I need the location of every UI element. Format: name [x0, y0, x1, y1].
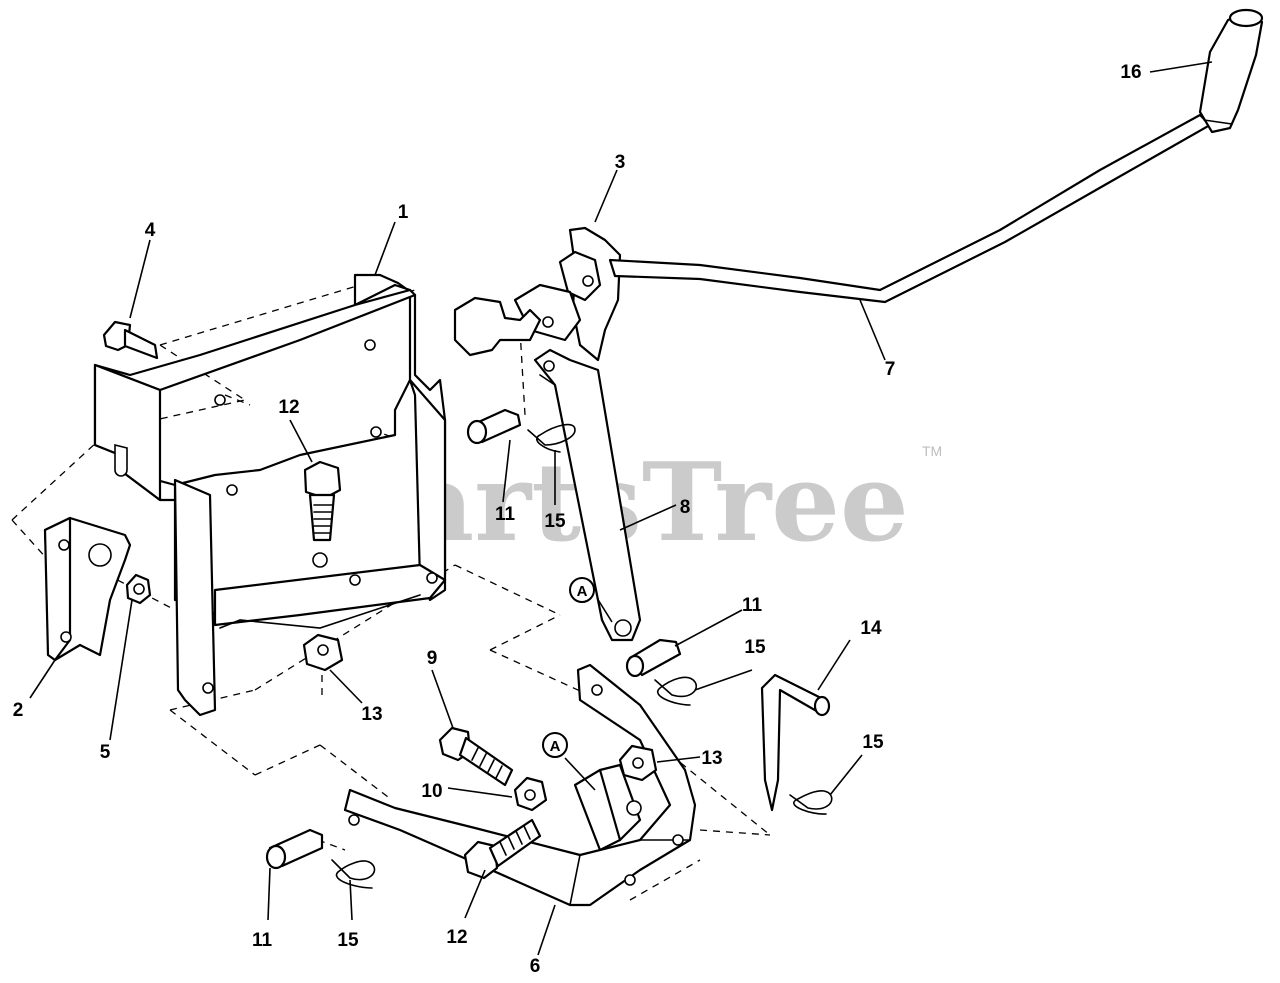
part-hex-nut-10 [513, 776, 548, 812]
part-bolt-4 [102, 320, 159, 360]
part-clevis-pin-11-upper [466, 408, 522, 445]
part-lower-yoke [343, 663, 697, 907]
part-bolt-9 [438, 726, 514, 787]
assembly-guide-lines [11, 284, 771, 901]
part-hex-nut-13-lower [302, 633, 344, 672]
callout-8: 8 [680, 497, 691, 518]
part-main-bracket [93, 273, 447, 717]
callout-2: 2 [13, 700, 24, 721]
callout-12-lower: 12 [446, 927, 467, 948]
callout-4: 4 [145, 220, 156, 241]
part-l-pin [760, 673, 831, 812]
callout-13-lower: 13 [361, 704, 382, 725]
callout-5: 5 [100, 742, 111, 763]
part-hairpin-clip-15-middle [654, 676, 697, 706]
callout-12-upper: 12 [278, 397, 299, 418]
callout-3: 3 [615, 152, 626, 173]
callout-labels: 1 2 3 4 5 6 7 8 9 10 11 11 11 12 12 13 1… [13, 62, 1142, 977]
callout-15-upper: 15 [544, 511, 566, 532]
part-side-plate [43, 516, 132, 662]
callout-14: 14 [860, 618, 882, 639]
callout-13-right: 13 [701, 748, 722, 769]
callout-6: 6 [530, 956, 541, 977]
part-pivot-bracket [453, 226, 622, 362]
callout-11-lower: 11 [252, 930, 273, 951]
reference-marker-a-lower: A [542, 732, 568, 758]
part-bolt-12-upper [303, 460, 342, 542]
part-hairpin-clip-15-lower [331, 859, 376, 889]
callout-1: 1 [398, 202, 409, 223]
part-clevis-pin-11-lower [265, 828, 324, 870]
part-hex-nut-5 [125, 573, 152, 605]
callout-11-middle: 11 [742, 595, 763, 616]
part-link-arm [533, 348, 642, 642]
reference-letter: A [550, 738, 561, 755]
reference-letter: A [577, 583, 588, 600]
part-hex-nut-13-right [618, 744, 658, 782]
callout-16: 16 [1120, 62, 1141, 83]
reference-marker-a-upper: A [569, 577, 595, 603]
part-hairpin-clip-15-right [789, 790, 833, 815]
callout-leader-lines [29, 61, 1213, 956]
part-hairpin-clip-15-upper [527, 423, 576, 453]
part-lift-rod [608, 113, 1212, 304]
callout-11-upper: 11 [495, 504, 516, 525]
watermark-trademark: TM [922, 443, 942, 459]
callout-15-lower: 15 [337, 930, 359, 951]
part-handle-grip [1198, 8, 1264, 134]
part-clevis-pin-11-middle [625, 638, 682, 678]
callout-15-right: 15 [862, 732, 884, 753]
part-bolt-12-lower [463, 818, 542, 880]
callout-9: 9 [427, 648, 438, 669]
callout-7: 7 [885, 359, 896, 380]
callout-10: 10 [421, 781, 442, 802]
callout-15-middle: 15 [744, 637, 766, 658]
